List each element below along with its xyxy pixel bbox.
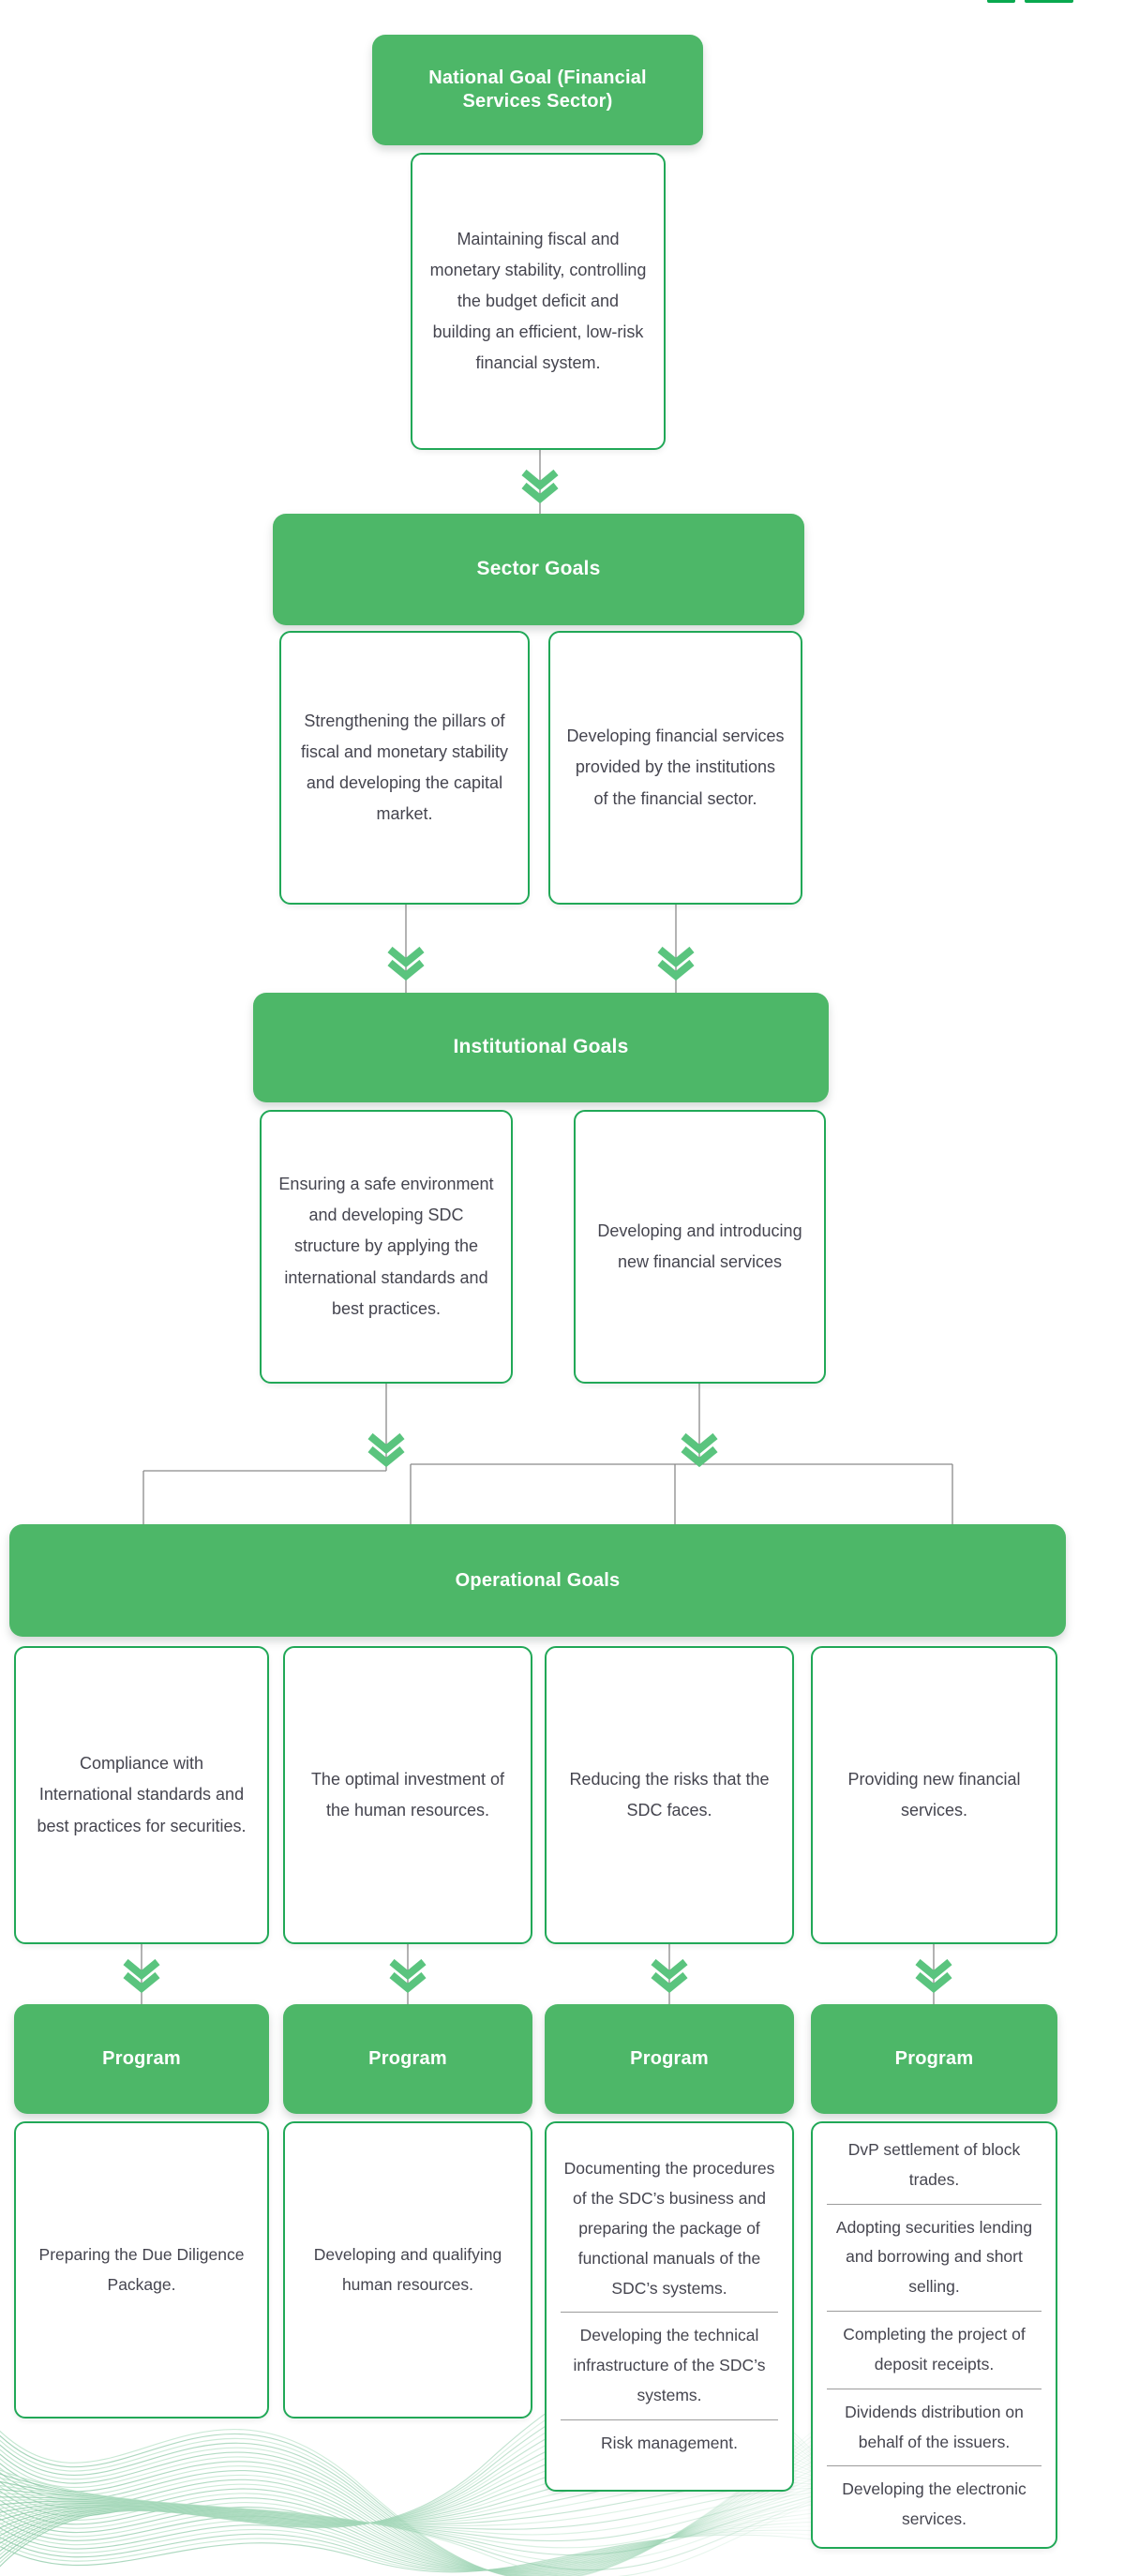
operational-goals-title: Operational Goals bbox=[455, 1569, 621, 1591]
program-label: Program bbox=[368, 2048, 447, 2069]
operational-goal-text: Compliance with International standards … bbox=[37, 1754, 247, 1835]
top-right-tab[interactable] bbox=[987, 0, 1015, 3]
program-item: Preparing the Due Diligence Package. bbox=[38, 2244, 245, 2294]
operational-goal-box: The optimal investment of the human reso… bbox=[283, 1646, 532, 1944]
institutional-goal-box: Developing and introducing new financial… bbox=[574, 1110, 826, 1384]
program-item: Documenting the procedures of the SDC’s … bbox=[563, 2159, 775, 2298]
program-item: Dividends distribution on behalf of the … bbox=[845, 2402, 1024, 2451]
program-item: Risk management. bbox=[601, 2433, 738, 2452]
program-label: Program bbox=[894, 2048, 974, 2069]
operational-goal-text: The optimal investment of the human reso… bbox=[310, 1769, 505, 1820]
sector-goals-header: Sector Goals bbox=[273, 514, 804, 625]
institutional-goals-title: Institutional Goals bbox=[453, 1036, 629, 1058]
program-box: DvP settlement of block trades. Adopting… bbox=[811, 2121, 1057, 2549]
operational-goal-text: Providing new financial services. bbox=[847, 1769, 1021, 1820]
national-goal-description: Maintaining fiscal and monetary stabilit… bbox=[429, 229, 647, 373]
national-goal-title: National Goal (Financial Services Sector… bbox=[428, 67, 647, 112]
sector-goal-box: Developing financial services provided b… bbox=[548, 631, 802, 905]
program-header: Program bbox=[14, 2004, 269, 2114]
operational-goal-text: Reducing the risks that the SDC faces. bbox=[569, 1769, 770, 1820]
divider bbox=[560, 2312, 779, 2314]
institutional-goals-header: Institutional Goals bbox=[253, 993, 829, 1102]
program-item: DvP settlement of block trades. bbox=[847, 2139, 1021, 2189]
program-item: Completing the project of deposit receip… bbox=[843, 2325, 1026, 2374]
operational-goal-box: Providing new financial services. bbox=[811, 1646, 1057, 1944]
operational-goals-header: Operational Goals bbox=[9, 1524, 1066, 1637]
sector-goal-text: Strengthening the pillars of fiscal and … bbox=[300, 711, 509, 824]
program-box: Preparing the Due Diligence Package. bbox=[14, 2121, 269, 2419]
program-box: Developing and qualifying human resource… bbox=[283, 2121, 532, 2419]
program-item: Developing and qualifying human resource… bbox=[313, 2244, 502, 2294]
national-goal-header: National Goal (Financial Services Sector… bbox=[372, 35, 703, 145]
program-item: Developing the electronic services. bbox=[842, 2479, 1027, 2529]
program-box: Documenting the procedures of the SDC’s … bbox=[545, 2121, 794, 2492]
institutional-goal-text: Ensuring a safe environment and developi… bbox=[278, 1175, 494, 1318]
program-header: Program bbox=[283, 2004, 532, 2114]
institutional-goal-box: Ensuring a safe environment and developi… bbox=[260, 1110, 513, 1384]
program-label: Program bbox=[630, 2048, 709, 2069]
program-item: Developing the technical infrastructure … bbox=[573, 2326, 766, 2405]
program-item: Adopting securities lending and borrowin… bbox=[835, 2217, 1033, 2297]
sector-goal-box: Strengthening the pillars of fiscal and … bbox=[279, 631, 530, 905]
divider bbox=[826, 2465, 1042, 2467]
operational-goal-box: Reducing the risks that the SDC faces. bbox=[545, 1646, 794, 1944]
program-header: Program bbox=[811, 2004, 1057, 2114]
divider bbox=[826, 2311, 1042, 2313]
institutional-goal-text: Developing and introducing new financial… bbox=[597, 1221, 802, 1271]
operational-goal-box: Compliance with International standards … bbox=[14, 1646, 269, 1944]
national-goal-box: Maintaining fiscal and monetary stabilit… bbox=[411, 153, 666, 450]
sector-goal-text: Developing financial services provided b… bbox=[566, 726, 785, 808]
program-header: Program bbox=[545, 2004, 794, 2114]
divider bbox=[560, 2419, 779, 2420]
sector-goals-title: Sector Goals bbox=[476, 558, 601, 580]
wave-decoration bbox=[0, 2396, 881, 2576]
top-right-tab[interactable] bbox=[1025, 0, 1073, 3]
program-label: Program bbox=[102, 2048, 181, 2069]
divider bbox=[826, 2203, 1042, 2205]
